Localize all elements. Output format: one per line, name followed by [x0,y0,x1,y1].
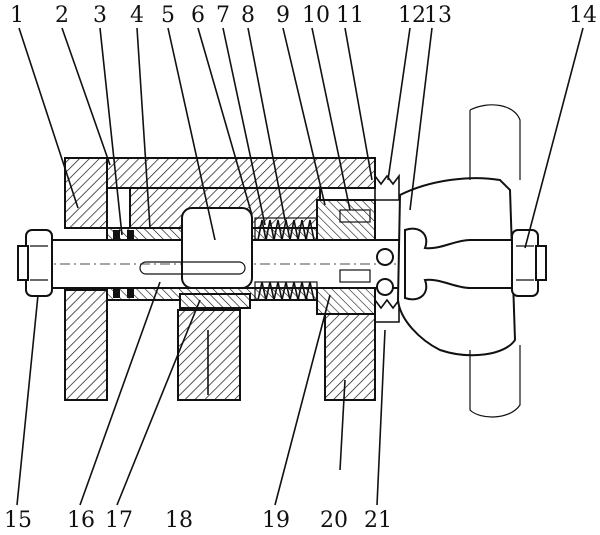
label-21: 21 [364,508,392,533]
label-9: 9 [276,3,290,28]
label-2: 2 [55,3,69,28]
label-8: 8 [241,3,255,28]
label-15: 15 [4,508,32,533]
check-balls [376,248,394,296]
label-7: 7 [216,3,230,28]
label-6: 6 [191,3,205,28]
label-11: 11 [336,3,364,28]
label-3: 3 [93,3,107,28]
seal-rings [113,230,134,298]
threaded-nut [316,173,400,323]
support-blocks [177,309,376,401]
part-labels-top: 1 2 3 4 5 6 7 8 9 10 11 12 13 14 [10,3,597,28]
label-17: 17 [105,508,133,533]
end-cap-right [511,229,547,297]
label-1: 1 [10,3,24,28]
leader-lines-top [18,27,584,249]
label-16: 16 [67,508,95,533]
label-12: 12 [398,3,426,28]
housing-frame [64,157,376,401]
label-14: 14 [569,3,597,28]
label-20: 20 [320,508,348,533]
label-18: 18 [165,508,193,533]
leader-lines-bottom [16,281,386,506]
part-labels-bottom: 15 16 17 18 19 20 21 [4,508,392,533]
label-10: 10 [302,3,330,28]
label-19: 19 [262,508,290,533]
label-13: 13 [424,3,452,28]
label-5: 5 [161,3,175,28]
label-4: 4 [130,3,144,28]
end-cap-left [17,229,53,297]
